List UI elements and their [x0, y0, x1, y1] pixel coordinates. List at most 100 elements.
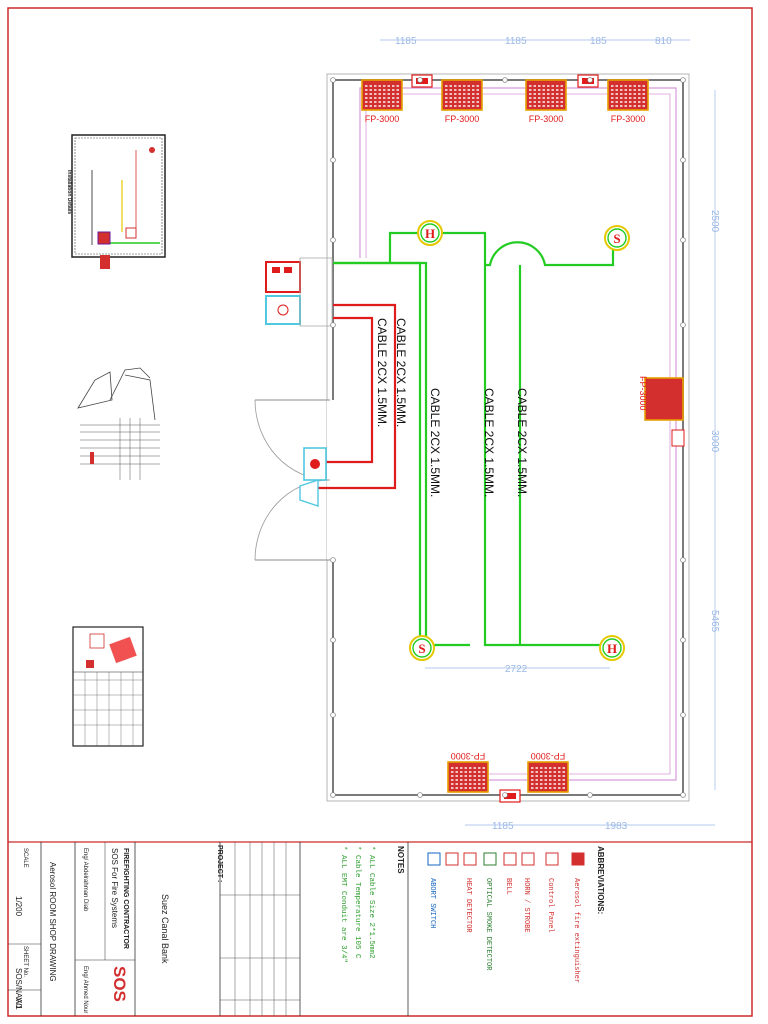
- smoke-detector-2[interactable]: S: [409, 635, 435, 661]
- aerosol-unit-grille: [396, 97, 399, 99]
- dim-bottom-2: 1983: [605, 821, 628, 832]
- aerosol-unit-grille: [611, 97, 614, 99]
- abbr-label-3-text: BELL: [504, 878, 512, 895]
- aerosol-unit-grille: [473, 771, 476, 773]
- aerosol-unit-grille: [369, 93, 372, 95]
- relay-box-7: [671, 429, 685, 447]
- aerosol-unit-grille: [558, 787, 561, 789]
- aerosol-unit-grille: [473, 783, 476, 785]
- grid-marker-17: [502, 77, 508, 83]
- aerosol-unit-grille: [387, 97, 390, 99]
- aerosol-unit-grille: [460, 767, 463, 769]
- grid-marker-15: [680, 792, 686, 798]
- aerosol-unit-4[interactable]: FP-3000: [607, 79, 649, 124]
- aerosol-unit-grille: [467, 97, 470, 99]
- aerosol-unit-body: [607, 79, 649, 111]
- aerosol-unit-grille: [533, 97, 536, 99]
- aerosol-unit-grille: [449, 89, 452, 91]
- aerosol-unit-grille: [624, 85, 627, 87]
- aerosol-unit-grille: [451, 775, 454, 777]
- relay-box-core-2: [504, 793, 516, 799]
- aerosol-unit-grille: [472, 85, 475, 87]
- aerosol-unit-grille: [482, 779, 485, 781]
- abbr-label-1: Control Panel: [546, 878, 554, 933]
- dim-right-2-text: 5465: [709, 610, 720, 633]
- heat-detector-2[interactable]: H: [599, 635, 625, 661]
- aerosol-unit-grille: [542, 93, 545, 95]
- aerosol-unit-grille: [455, 771, 458, 773]
- aerosol-unit-grille: [547, 105, 550, 107]
- control-panel-indicator-2: [284, 267, 292, 273]
- notes-block: NOTES * ALL Cable Size 2*1.5mm2 * Cable …: [339, 846, 405, 963]
- aerosol-unit-grille: [458, 101, 461, 103]
- aerosol-unit-6[interactable]: FP-3000: [527, 751, 569, 793]
- aerosol-unit-grille: [454, 93, 457, 95]
- aerosol-unit-grille: [615, 93, 618, 95]
- aerosol-unit-grille: [460, 771, 463, 773]
- aerosol-unit-grille: [454, 97, 457, 99]
- aerosol-unit-grille: [451, 767, 454, 769]
- aerosol-unit-grille: [374, 97, 377, 99]
- aerosol-unit-grille: [469, 771, 472, 773]
- aerosol-unit-grille: [454, 89, 457, 91]
- aerosol-unit-grille: [531, 783, 534, 785]
- smoke-detector-1[interactable]: S: [604, 225, 630, 251]
- cable-label-3-text: CABLE 2CX 1.5MM.: [482, 388, 496, 497]
- aerosol-unit-grille: [396, 93, 399, 95]
- abbr-symbol-7: [427, 852, 441, 866]
- aerosol-unit-grille: [620, 97, 623, 99]
- aerosol-unit-2[interactable]: FP-3000: [441, 79, 483, 124]
- aerosol-unit-grille: [455, 783, 458, 785]
- grid-marker-13: [680, 637, 686, 643]
- approved-by-name: Eng/ Ahmed Nour: [82, 966, 88, 1013]
- aerosol-unit-grille: [549, 783, 552, 785]
- aerosol-unit-grille: [549, 771, 552, 773]
- grid-marker-7: [330, 792, 336, 798]
- aerosol-unit-grille: [467, 93, 470, 95]
- aerosol-unit-grille: [551, 85, 554, 87]
- smoke-detector-inner: [607, 228, 627, 248]
- aerosol-unit-grille: [629, 85, 632, 87]
- aerosol-unit-grille: [449, 85, 452, 87]
- aerosol-unit-grille: [624, 105, 627, 107]
- aerosol-unit-grille: [472, 93, 475, 95]
- aerosol-unit-label: FP-3000: [445, 114, 480, 124]
- aerosol-unit-grille: [473, 779, 476, 781]
- dim-bottom-0: 2722: [505, 664, 528, 675]
- aerosol-unit-grille: [540, 767, 543, 769]
- aerosol-unit-grille: [551, 89, 554, 91]
- aerosol-unit-1[interactable]: FP-3000: [361, 79, 403, 124]
- aerosol-unit-grille: [467, 101, 470, 103]
- aerosol-unit-grille: [369, 105, 372, 107]
- aerosol-unit-grille: [642, 89, 645, 91]
- aerosol-unit-grille: [478, 779, 481, 781]
- heat-detector-inner: [602, 638, 622, 658]
- aerosol-unit-7[interactable]: FP-3000: [638, 376, 685, 447]
- aerosol-unit-grille: [463, 97, 466, 99]
- aerosol-unit-grille: [392, 97, 395, 99]
- aerosol-unit-grille: [458, 97, 461, 99]
- aerosol-unit-grille: [365, 101, 368, 103]
- aerosol-unit-grille: [558, 771, 561, 773]
- aerosol-unit-grille: [369, 101, 372, 103]
- abort-switch[interactable]: [265, 295, 301, 325]
- dim-top-2: 185: [590, 36, 607, 47]
- aerosol-unit-grille: [562, 783, 565, 785]
- heat-detector-1[interactable]: H: [417, 220, 443, 246]
- aerosol-unit-3[interactable]: FP-3000: [525, 79, 567, 124]
- aerosol-unit-grille: [464, 775, 467, 777]
- aerosol-unit-5[interactable]: FP-3000: [447, 751, 489, 793]
- aerosol-unit-grille: [544, 771, 547, 773]
- aerosol-unit-grille: [482, 775, 485, 777]
- abbr-label-7: ABORT SWITCH: [428, 878, 436, 928]
- aerosol-unit-grille: [556, 89, 559, 91]
- aerosol-unit-grille: [445, 85, 448, 87]
- grid-marker-6: [330, 712, 336, 718]
- aerosol-unit-grille: [538, 97, 541, 99]
- heat-detector-symbol: H: [425, 226, 435, 241]
- aerosol-unit-grille: [642, 97, 645, 99]
- aerosol-unit-grille: [547, 89, 550, 91]
- control-panel[interactable]: [265, 261, 301, 293]
- aerosol-unit-grille: [547, 85, 550, 87]
- aerosol-unit-grille: [478, 771, 481, 773]
